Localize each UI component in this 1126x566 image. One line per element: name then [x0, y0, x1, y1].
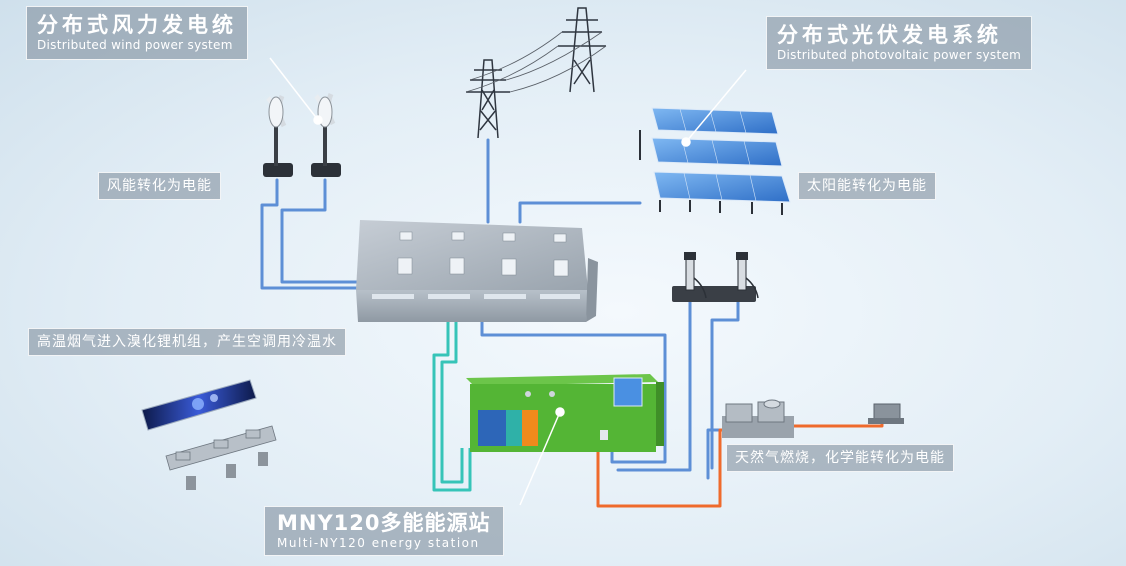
ev-charger-icon	[672, 252, 759, 302]
power-lines	[260, 138, 740, 480]
transmission-tower-left	[466, 59, 510, 139]
wind-system-subtitle: Distributed wind power system	[37, 38, 233, 52]
flue-gas-label: 高温烟气进入溴化锂机组，产生空调用冷温水	[28, 328, 346, 356]
gas-convert-label: 天然气燃烧，化学能转化为电能	[726, 444, 954, 472]
energy-station-icon	[466, 374, 664, 452]
gas-generator-icon	[722, 399, 904, 438]
energy-station-title: MNY120多能能源站	[277, 511, 491, 535]
solar-panel-array	[639, 107, 791, 215]
pv-system-subtitle: Distributed photovoltaic power system	[777, 48, 1022, 62]
wind-turbine-left	[263, 95, 293, 177]
building	[356, 220, 598, 322]
power-cables	[465, 31, 607, 93]
energy-station-label: MNY120多能能源站 Multi-NY120 energy station	[264, 506, 504, 556]
wind-system-title: 分布式风力发电统	[37, 13, 237, 37]
pv-system-label: 分布式光伏发电系统 Distributed photovoltaic power…	[766, 16, 1033, 70]
solar-convert-label: 太阳能转化为电能	[798, 172, 936, 200]
pointer-lines	[269, 57, 747, 506]
wind-convert-label: 风能转化为电能	[98, 172, 221, 200]
energy-station-subtitle: Multi-NY120 energy station	[277, 536, 480, 550]
wind-system-label: 分布式风力发电统 Distributed wind power system	[26, 6, 248, 60]
cooling-lines	[432, 316, 472, 492]
pv-system-title: 分布式光伏发电系统	[777, 23, 1002, 47]
transmission-tower-right	[558, 7, 606, 93]
control-room-icon	[141, 379, 277, 490]
wind-turbine-right	[311, 93, 341, 177]
